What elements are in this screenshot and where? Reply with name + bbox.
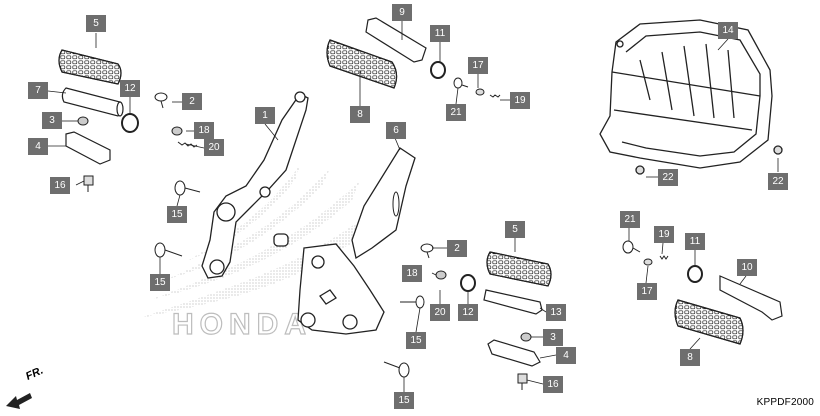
leader-lines (47, 21, 779, 392)
clip-part (475, 88, 485, 96)
mounting-bolt-part (154, 242, 183, 258)
bolt-part (83, 175, 94, 192)
callout-6: 6 (386, 122, 406, 139)
nut-part (435, 270, 447, 280)
bolt-part (517, 373, 528, 390)
left-footpeg-bracket-part (201, 91, 309, 279)
footpeg-rubber-part (58, 49, 122, 85)
spring-part (177, 141, 198, 148)
callout-20: 20 (430, 304, 450, 321)
callout-20: 20 (204, 139, 224, 156)
callout-2: 2 (182, 93, 202, 110)
callout-2: 2 (447, 240, 467, 257)
callout-14: 14 (718, 22, 738, 39)
callout-17: 17 (468, 57, 488, 74)
callout-15: 15 (406, 332, 426, 349)
callout-18: 18 (402, 265, 422, 282)
passenger-peg-rubber-part (486, 251, 552, 287)
front-direction-arrow-icon (6, 393, 32, 409)
pin-bolt-part (420, 243, 434, 259)
callout-22: 22 (768, 173, 788, 190)
nut-part (77, 116, 89, 126)
mounting-bolt-part (383, 361, 410, 378)
mounting-bolt-part (400, 295, 425, 309)
callout-16: 16 (50, 177, 70, 194)
passenger-peg-bar-part (365, 17, 427, 63)
pin-part (453, 77, 469, 89)
washer-part (430, 61, 446, 79)
callout-15: 15 (150, 274, 170, 291)
callout-11: 11 (430, 25, 450, 42)
mounting-bolt-part (174, 180, 201, 196)
callout-5: 5 (86, 15, 106, 32)
callout-12: 12 (120, 80, 140, 97)
callout-19: 19 (654, 226, 674, 243)
callout-16: 16 (543, 376, 563, 393)
passenger-peg-rubber-part (674, 299, 744, 345)
callout-15: 15 (394, 392, 414, 409)
callout-3: 3 (543, 329, 563, 346)
honda-watermark-text: HONDA (172, 308, 312, 341)
nut-part (520, 332, 532, 342)
callout-22: 22 (658, 169, 678, 186)
pin-bolt-part (154, 92, 168, 109)
clip-part (643, 258, 653, 266)
washer-part (460, 274, 476, 292)
frame-guard-part (599, 19, 783, 175)
callout-9: 9 (392, 4, 412, 21)
footpeg-bracket-part (65, 131, 111, 165)
callout-4: 4 (28, 138, 48, 155)
passenger-peg-rubber-part (326, 39, 398, 89)
spring-part (489, 94, 501, 98)
callout-7: 7 (28, 82, 48, 99)
heel-guard-part (351, 147, 416, 260)
callout-11: 11 (685, 233, 705, 250)
callout-21: 21 (446, 104, 466, 121)
heel-guard-slot (392, 191, 400, 217)
callout-19: 19 (510, 92, 530, 109)
callout-21: 21 (620, 211, 640, 228)
passenger-peg-bar-part (719, 275, 783, 321)
nut-part (171, 126, 183, 136)
diagram-code-label: KPPDF2000 (756, 397, 814, 408)
spring-part (659, 255, 669, 260)
callout-3: 3 (42, 112, 62, 129)
footpeg-bar-part (61, 87, 124, 117)
washer-part (687, 265, 703, 283)
pin-part (622, 240, 641, 254)
callout-5: 5 (505, 221, 525, 238)
callout-17: 17 (637, 283, 657, 300)
footpeg-bar-part (483, 289, 543, 315)
callout-4: 4 (556, 347, 576, 364)
callout-10: 10 (737, 259, 757, 276)
callout-13: 13 (546, 304, 566, 321)
callout-12: 12 (458, 304, 478, 321)
callout-15: 15 (167, 206, 187, 223)
honda-wing-watermark: HONDA (140, 165, 380, 342)
right-footpeg-bracket-part (297, 243, 385, 335)
footpeg-bracket-part (487, 339, 541, 367)
callout-8: 8 (680, 349, 700, 366)
callout-1: 1 (255, 107, 275, 124)
callout-18: 18 (194, 122, 214, 139)
callout-8: 8 (350, 106, 370, 123)
washer-part (121, 113, 139, 133)
